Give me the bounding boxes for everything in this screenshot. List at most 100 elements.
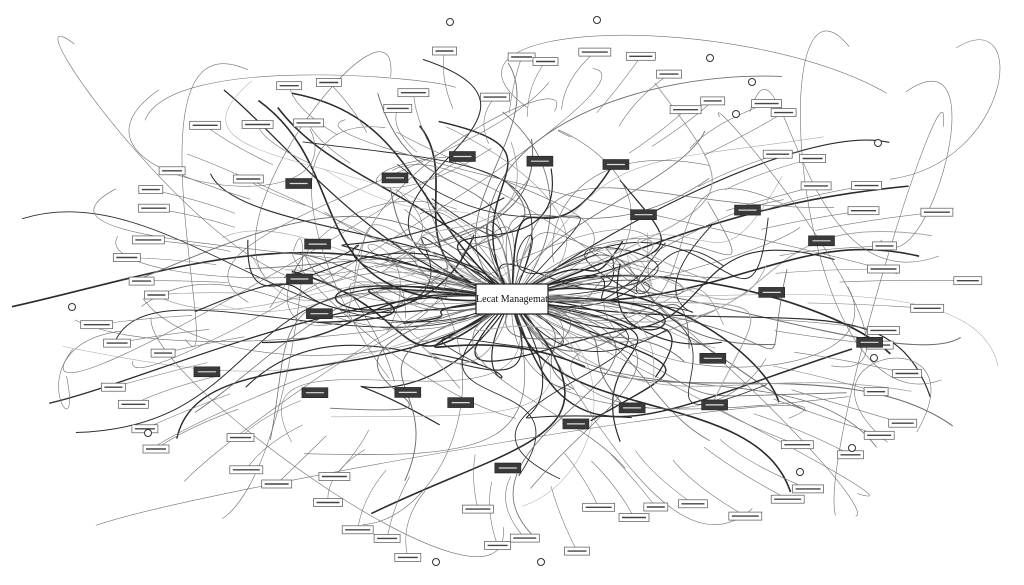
branch-label [847,206,880,216]
connection-strand [511,298,655,384]
marker-circle [537,558,545,566]
connection-strand [511,273,643,300]
branch-label [532,57,559,66]
marker-circle [748,78,756,86]
connection-strand [511,179,662,300]
inner-branch-label [394,387,422,398]
branch-label [80,320,114,330]
branch-label [462,504,494,514]
connection-strand [511,255,656,324]
label-leader-line [246,424,303,470]
connection-strand [302,141,533,300]
connection-strand [511,240,624,300]
label-leader-line [672,459,746,517]
branch-label [509,533,540,543]
connection-strand [225,80,513,300]
inner-branch-label [630,209,657,220]
branch-label [770,494,805,504]
branch-label [397,88,430,98]
connection-strand [403,298,513,324]
connection-strand [247,239,513,300]
connection-strand [387,138,534,300]
branch-label [142,444,170,454]
outer-loop-strand [292,252,516,419]
branch-label [315,78,342,87]
label-leader-line [443,50,454,109]
connection-strand [317,287,513,324]
marker-circle [593,16,601,24]
outer-loop-strand [186,153,870,497]
connection-strand [475,62,518,300]
connection-strand [511,298,853,418]
branch-label [112,253,141,262]
label-leader-line [618,73,670,127]
connection-strand [407,58,513,300]
connection-strand [244,257,513,300]
connection-strand [370,298,566,515]
connection-strand [511,298,847,397]
connection-strand [397,163,581,300]
connection-strand [269,255,513,309]
connection-strand [209,173,513,300]
inner-branch-label [306,308,333,320]
connection-strand [511,234,599,300]
branch-label [373,534,401,543]
connection-strand [429,298,513,379]
branch-label [800,181,832,191]
connection-strand [511,269,788,350]
branch-label [383,104,413,113]
label-leader-line [508,56,522,114]
outer-loop-strand [880,81,953,248]
connection-strand [269,291,513,440]
inner-branch-label [758,287,786,298]
label-leader-line [505,476,526,539]
connection-strand [511,298,667,422]
branch-label [770,108,797,117]
marker-circle [848,444,856,452]
branch-label [582,502,615,512]
inner-branch-label [701,399,728,411]
inner-branch-label [193,366,221,378]
connection-strand [505,298,685,363]
label-leader-line [386,476,410,539]
marker-circle [446,18,454,26]
branch-label [432,46,457,56]
connection-strand [375,259,513,323]
inner-branch-label [494,462,522,474]
marker-circle [874,139,882,147]
outer-loop-strand [392,164,858,517]
branch-label [313,498,343,507]
center-node[interactable]: Lecat Managemat [475,283,549,315]
branch-label [507,52,536,62]
connection-strand [22,211,513,323]
outer-loop-strand [287,201,457,326]
connection-strand [304,298,526,455]
branch-label [229,465,264,475]
label-leader-line [609,452,657,508]
inner-branch-label [808,235,835,247]
branch-label [792,484,824,494]
connection-strand [511,176,783,300]
branch-label [851,181,882,190]
branch-label [293,118,324,128]
outer-loop-strand [132,68,603,368]
label-leader-line [550,486,578,552]
label-leader-line [779,245,885,257]
connection-strand [285,269,513,343]
label-leader-line [839,279,968,283]
connection-strand [511,298,716,343]
outer-loop-strand [419,210,753,525]
outer-loop-strand [254,51,392,277]
marker-circle [796,468,804,476]
outer-loop-strand [800,30,942,384]
branch-label [394,553,422,562]
branch-label [669,105,702,115]
inner-branch-label [301,387,329,399]
label-leader-line [596,56,642,113]
branch-label [888,418,918,428]
connection-strand [281,298,521,443]
connection-strand [511,242,666,300]
marker-circle [68,303,76,311]
connection-strand [325,236,513,318]
branch-label [261,479,293,489]
